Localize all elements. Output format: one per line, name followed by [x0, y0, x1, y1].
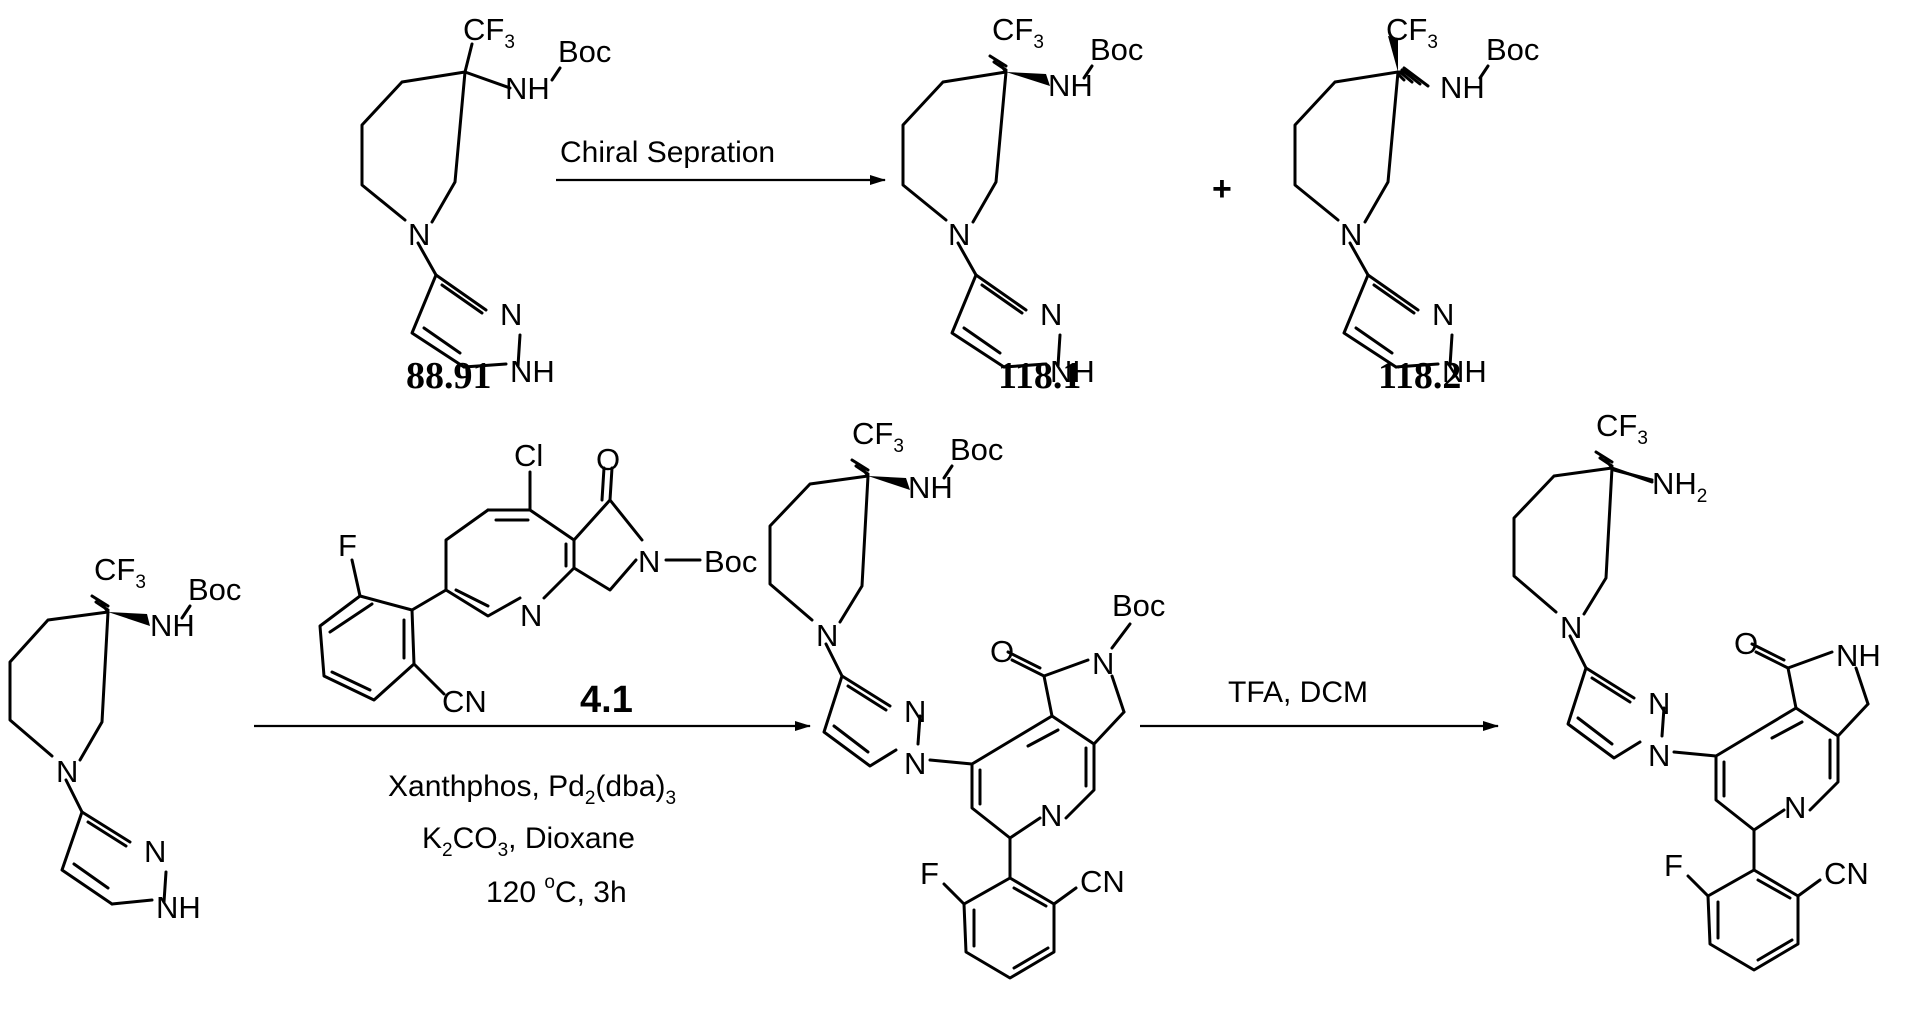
- pyrazole-nh-label: NH: [156, 890, 201, 925]
- compound-final-product: CF3 NH2 N N N O NH N F CN: [1514, 408, 1881, 970]
- piperidine-n-label: N: [816, 618, 838, 653]
- nh-label: NH: [150, 608, 195, 643]
- plus-sign: +: [1212, 170, 1232, 208]
- o-label: O: [1734, 626, 1758, 661]
- pyridine-n-label: N: [1040, 798, 1062, 833]
- pyrazole-n-label: N: [500, 297, 522, 332]
- f-label: F: [338, 528, 357, 563]
- piperidine-n-label: N: [948, 217, 970, 252]
- cf3-label: CF3: [852, 416, 904, 457]
- compound-4-1: Cl O N Boc N F CN 4.1: [320, 438, 757, 721]
- boc-label: Boc: [1112, 588, 1165, 623]
- o-label: O: [596, 442, 620, 477]
- pyrazole-n-label: N: [1040, 297, 1062, 332]
- compound-118-2: CF3 NH Boc N N NH 118.2: [1295, 12, 1539, 397]
- step2-line3: 120 oC, 3h: [486, 872, 627, 909]
- f-label: F: [920, 856, 939, 891]
- compound-id-118-1: 118.1: [998, 355, 1081, 397]
- cn-label: CN: [1824, 856, 1869, 891]
- cf3-label: CF3: [463, 12, 515, 53]
- pyrazole-n-label: N: [1432, 297, 1454, 332]
- lactam-n-label: N: [638, 544, 660, 579]
- boc-label: Boc: [950, 432, 1003, 467]
- boc-label: Boc: [558, 34, 611, 69]
- compound-id-118-2: 118.2: [1378, 355, 1461, 397]
- nh2-label: NH2: [1652, 466, 1707, 507]
- pyridine-n-label: N: [1784, 790, 1806, 825]
- cl-label: Cl: [514, 438, 543, 473]
- compound-88-91: CF3 NH Boc N N NH 88.91: [362, 12, 611, 397]
- nh-label: NH: [1440, 70, 1485, 105]
- cf3-label: CF3: [1596, 408, 1648, 449]
- piperidine-n-label: N: [408, 217, 430, 252]
- pyrazole-n1-label: N: [904, 746, 926, 781]
- reaction-arrow-1: Chiral Sepration: [556, 136, 885, 180]
- compound-id-88-91: 88.91: [406, 355, 492, 397]
- step2-line2: K2CO3, Dioxane: [422, 822, 635, 861]
- cf3-label: CF3: [992, 12, 1044, 53]
- piperidine-n-label: N: [56, 754, 78, 789]
- boc-label: Boc: [1090, 32, 1143, 67]
- step2-line1: Xanthphos, Pd2(dba)3: [388, 770, 676, 809]
- piperidine-n-label: N: [1340, 217, 1362, 252]
- nh-label: NH: [505, 71, 550, 106]
- f-label: F: [1664, 848, 1683, 883]
- compound-bottom-start: CF3 NH Boc N N NH: [10, 552, 241, 925]
- cn-label: CN: [1080, 864, 1125, 899]
- pyridine-n-label: N: [520, 598, 542, 633]
- o-label: O: [990, 634, 1014, 669]
- step3-reagent: TFA, DCM: [1228, 676, 1368, 709]
- step1-reagent: Chiral Sepration: [560, 136, 775, 169]
- lactam-n-label: N: [1092, 646, 1114, 681]
- piperidine-n-label: N: [1560, 610, 1582, 645]
- boc-label: Boc: [1486, 32, 1539, 67]
- reaction-arrow-2: Xanthphos, Pd2(dba)3 K2CO3, Dioxane 120 …: [254, 726, 810, 909]
- pyrazole-n-label: N: [904, 694, 926, 729]
- reaction-arrow-3: TFA, DCM: [1140, 676, 1498, 726]
- cn-label: CN: [442, 684, 487, 719]
- compound-118-1: CF3 NH Boc N N NH 118.1: [903, 12, 1143, 397]
- pyrazole-nh-label: NH: [510, 354, 555, 389]
- lactam-nh-label: NH: [1836, 638, 1881, 673]
- compound-boc-intermediate: CF3 NH Boc N N N O N Boc N F CN: [770, 416, 1165, 978]
- compound-id-4-1: 4.1: [580, 679, 633, 721]
- cf3-label: CF3: [94, 552, 146, 593]
- boc-label: Boc: [704, 544, 757, 579]
- boc-label: Boc: [188, 572, 241, 607]
- pyrazole-n-label: N: [1648, 686, 1670, 721]
- pyrazole-n-label: N: [144, 834, 166, 869]
- pyrazole-n1-label: N: [1648, 738, 1670, 773]
- cf3-label: CF3: [1386, 12, 1438, 53]
